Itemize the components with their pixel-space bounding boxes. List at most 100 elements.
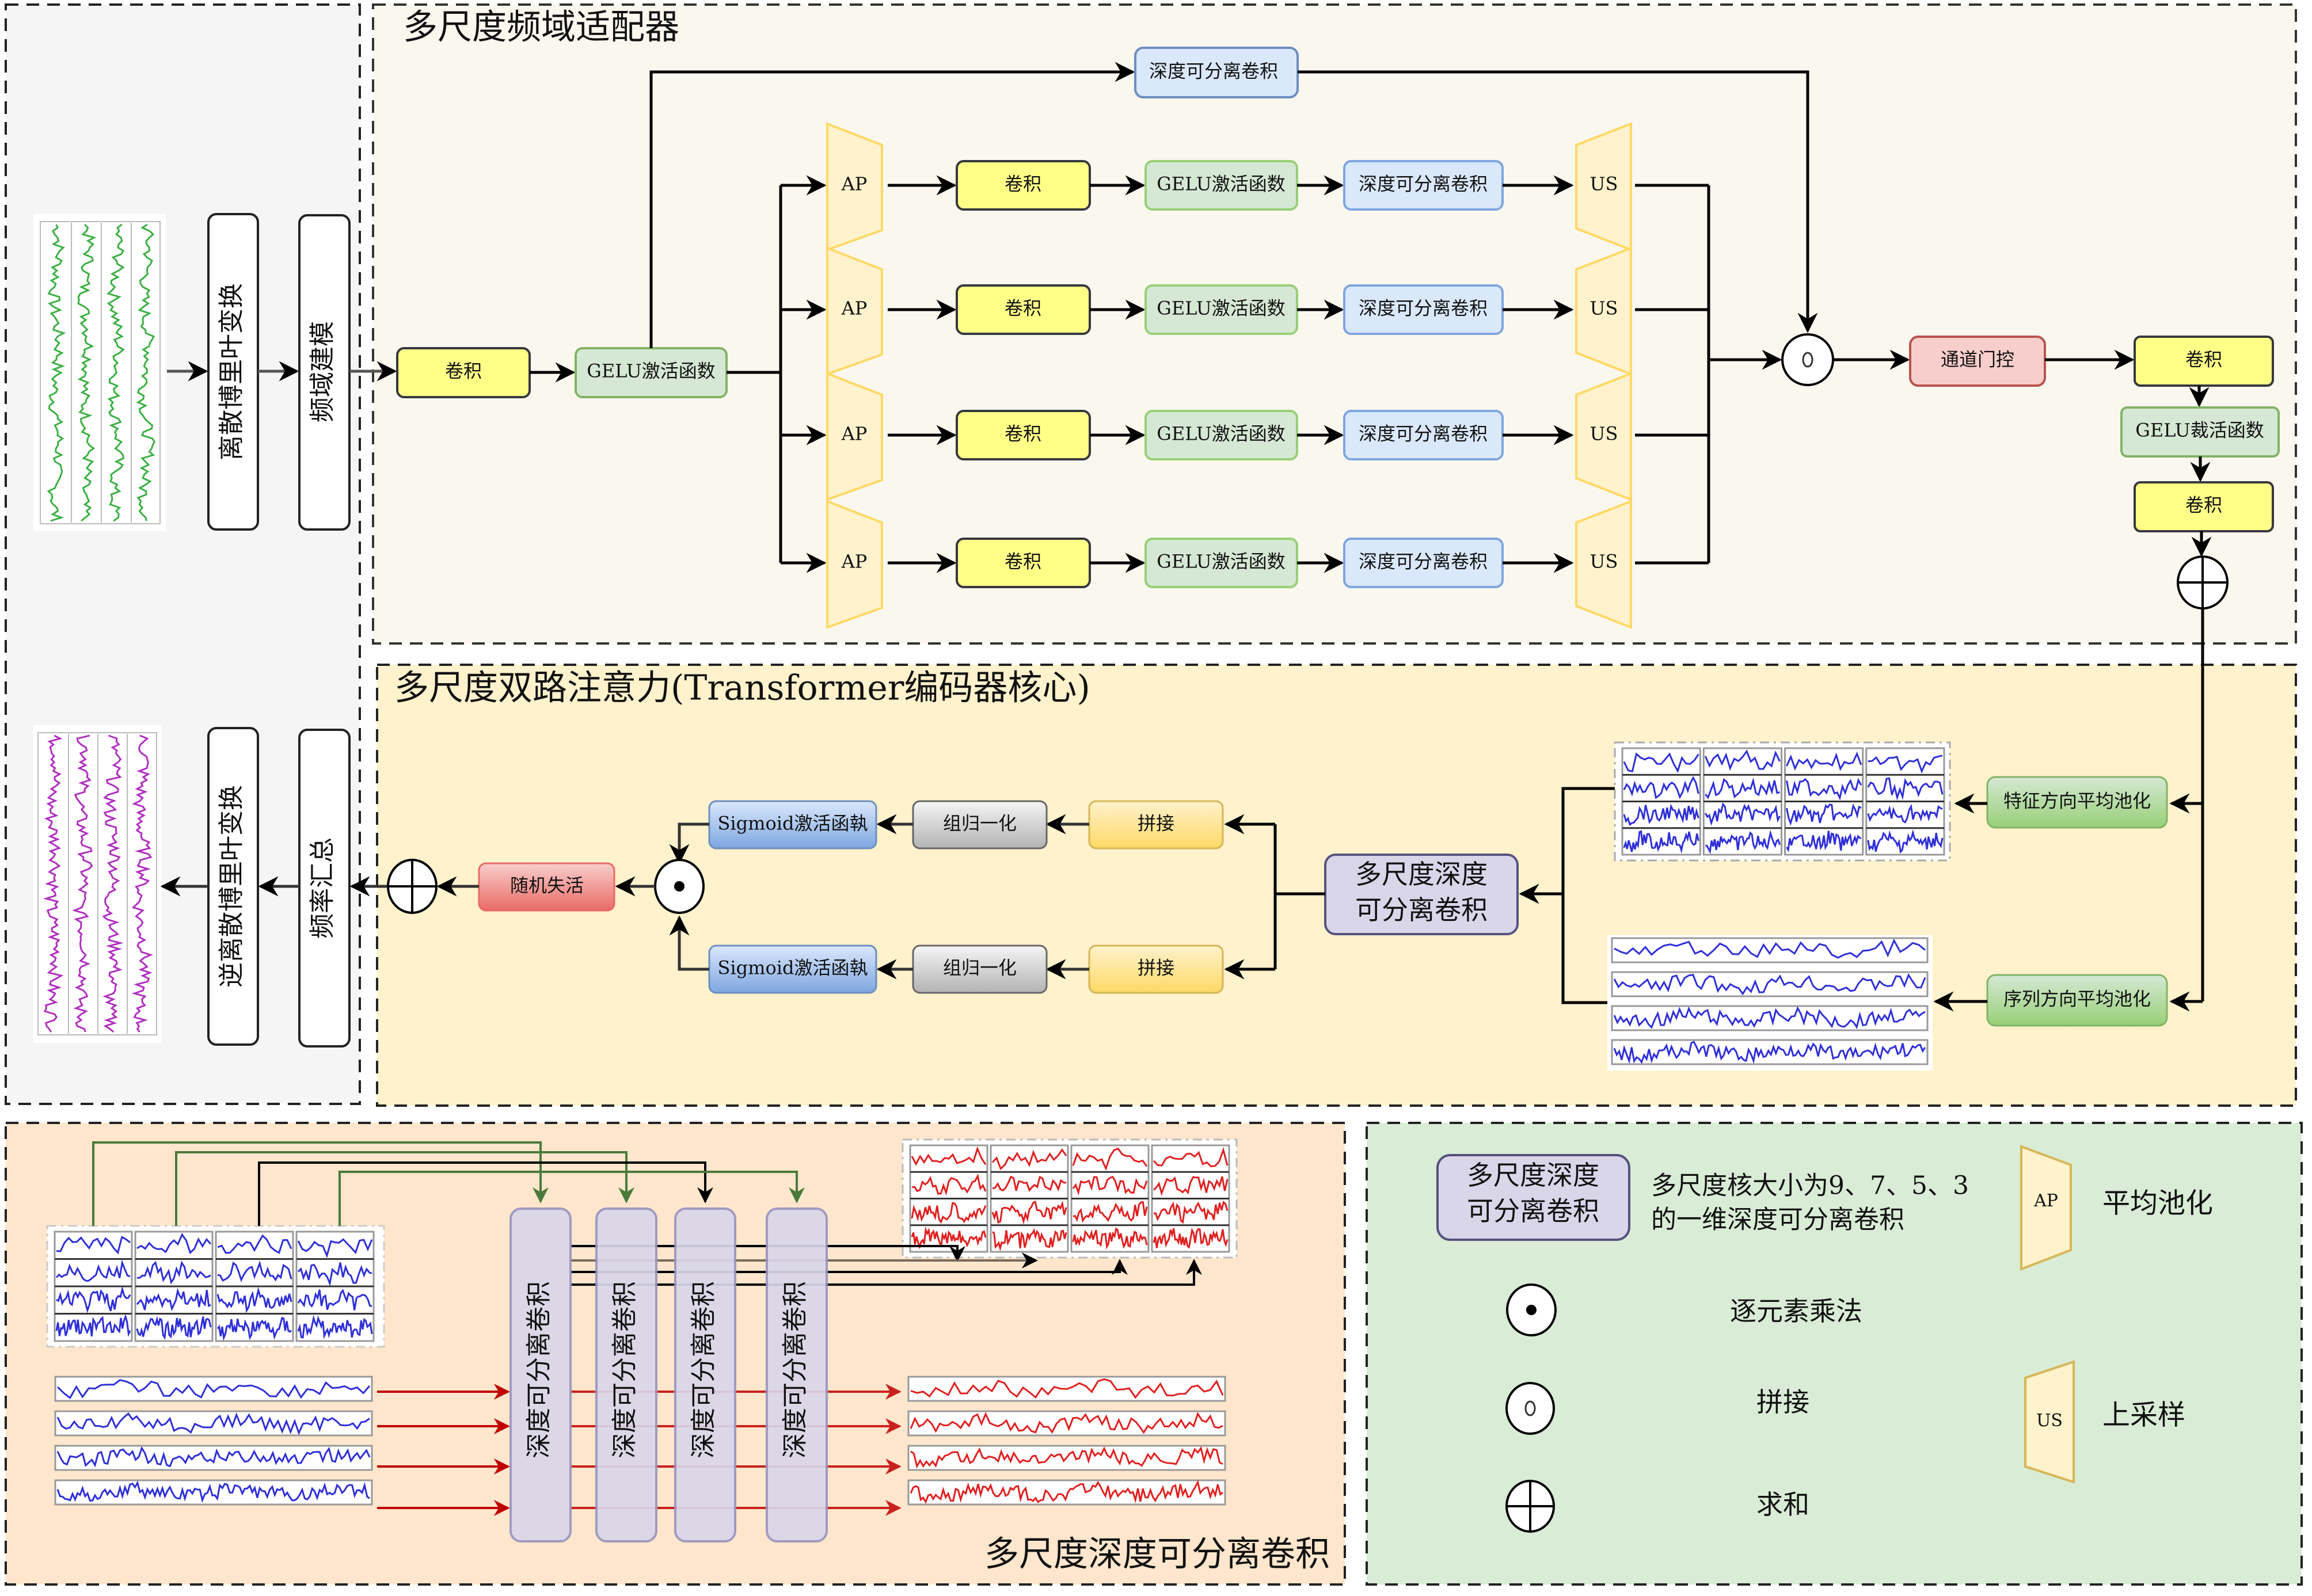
us-label: US: [1590, 551, 1618, 573]
signal-trace: [56, 1379, 371, 1399]
branch-gelu-label: GELU激活函数: [1157, 173, 1285, 195]
signal-trace: [107, 223, 125, 522]
conv-out1-box[interactable]: [2134, 336, 2274, 387]
groupnorm-bottom-label: 组归一化: [943, 957, 1017, 979]
legend-msdsc-line1: 多尺度深度: [1467, 1160, 1599, 1191]
residual-sum-op: [387, 859, 438, 914]
msdsc-column-label: 深度可分离卷积: [781, 1281, 810, 1458]
signal-trace: [911, 1202, 987, 1224]
concat-bottom-label: 拼接: [1138, 957, 1174, 979]
msdsc-column-label: 深度可分离卷积: [689, 1281, 718, 1458]
upsample-block[interactable]: [1575, 500, 1632, 629]
sigmoid-bottom-label: Sigmoid激活函執: [718, 957, 868, 979]
ap-label: AP: [841, 423, 868, 445]
signal-trace: [297, 1289, 372, 1311]
msdsc-column[interactable]: [766, 1208, 828, 1542]
sequence-plot: [1607, 935, 1933, 1071]
signal-trace: [1073, 1201, 1148, 1223]
avg-pool-block[interactable]: [826, 122, 883, 252]
us-label: US: [1590, 298, 1618, 319]
signal-trace: [911, 1174, 987, 1196]
signal-trace: [136, 1260, 211, 1285]
msdsc-column[interactable]: [509, 1208, 572, 1542]
freq-model-label: 频域建模: [308, 321, 337, 422]
signal-trace: [910, 1378, 1224, 1399]
channel-gate-label: 通道门控: [1941, 349, 2014, 371]
signal-trace: [1786, 751, 1862, 771]
branch-dsc-label: 深度可分离卷积: [1359, 423, 1488, 445]
signal-trace: [1705, 829, 1781, 855]
signal-trace: [136, 1316, 212, 1340]
branch-dsc-label: 深度可分离卷积: [1359, 551, 1488, 573]
connector: [339, 1171, 805, 1226]
signal-trace: [1704, 749, 1781, 771]
msdsc-input-sequences: [54, 1376, 373, 1506]
legend-ap-symbol: AP: [2033, 1191, 2058, 1211]
upsample-block[interactable]: [1575, 372, 1632, 501]
signal-trace: [71, 734, 93, 1033]
signal-trace: [1613, 973, 1926, 996]
feature-pool-label: 特征方向平均池化: [2003, 790, 2151, 812]
feature-grid-plot: [1614, 741, 1951, 862]
conv-out2-box[interactable]: [2134, 481, 2274, 532]
signal-trace: [1786, 831, 1862, 852]
msdsc-column[interactable]: [674, 1208, 736, 1542]
signal-trace: [1623, 752, 1699, 774]
branch-dsc-label: 深度可分离卷积: [1359, 298, 1488, 319]
msdsc-output-grid: [902, 1138, 1238, 1259]
signal-trace: [56, 1480, 370, 1503]
skip-connector: [1298, 70, 1818, 333]
avg-pool-block[interactable]: [826, 372, 883, 501]
signal-trace: [1623, 830, 1699, 854]
signal-trace: [136, 223, 155, 521]
legend-concat-desc: 拼接: [1756, 1386, 1809, 1418]
signal-trace: [1153, 1201, 1229, 1224]
signal-trace: [1786, 803, 1862, 826]
signal-trace: [911, 1146, 987, 1166]
ap-label: AP: [841, 551, 868, 573]
msdsc-output-sequences: [907, 1376, 1226, 1506]
branch-conv-label: 卷积: [1005, 551, 1041, 573]
signal-trace: [47, 224, 66, 522]
legend-multiply-desc: 逐元素乘法: [1730, 1296, 1862, 1327]
legend-sum-desc: 求和: [1756, 1489, 1809, 1520]
skip-connector: [649, 62, 1135, 348]
conv-out1-label: 卷积: [2185, 349, 2222, 371]
connector: [571, 1259, 1128, 1275]
signal-trace: [102, 734, 124, 1033]
msdsc-attn-line2: 可分离卷积: [1355, 894, 1488, 925]
signal-trace: [1867, 829, 1944, 854]
concat-op: [1781, 333, 1834, 386]
legend-us-desc: 上采样: [2102, 1399, 2185, 1431]
msdsc-column-label: 深度可分离卷积: [524, 1281, 554, 1458]
branch-conv-label: 卷积: [1005, 423, 1041, 445]
signal-trace: [910, 1446, 1223, 1469]
signal-trace: [991, 1200, 1067, 1225]
signal-trace: [216, 1286, 292, 1313]
idft-label: 逆离散博里叶变换: [217, 785, 246, 988]
avg-pool-block[interactable]: [826, 246, 883, 376]
arrow: [669, 915, 709, 971]
branch-gelu-label: GELU激活函数: [1157, 423, 1285, 445]
signal-trace: [1153, 1228, 1229, 1250]
signal-trace: [217, 1234, 292, 1254]
signal-trace: [1786, 778, 1862, 801]
msdsc-input-grid: [46, 1225, 385, 1348]
signal-trace: [992, 1175, 1067, 1192]
msdsc-column[interactable]: [595, 1208, 657, 1542]
signal-trace: [1613, 1006, 1926, 1030]
avg-pool-block[interactable]: [826, 500, 883, 629]
signal-trace: [1868, 755, 1943, 774]
conv-in-label: 卷积: [445, 360, 482, 382]
legend-concat-icon: [1505, 1382, 1555, 1435]
signal-trace: [297, 1262, 372, 1287]
branch-dsc-label: 深度可分离卷积: [1359, 173, 1488, 195]
signal-trace: [1623, 803, 1699, 826]
freq-sum-box[interactable]: [298, 729, 351, 1048]
dropout-label: 随机失活: [510, 875, 584, 897]
groupnorm-top-label: 组归一化: [943, 813, 1017, 835]
signal-trace: [136, 1288, 211, 1312]
legend-msdsc-line2: 可分离卷积: [1467, 1195, 1599, 1226]
signal-trace: [911, 1226, 987, 1250]
